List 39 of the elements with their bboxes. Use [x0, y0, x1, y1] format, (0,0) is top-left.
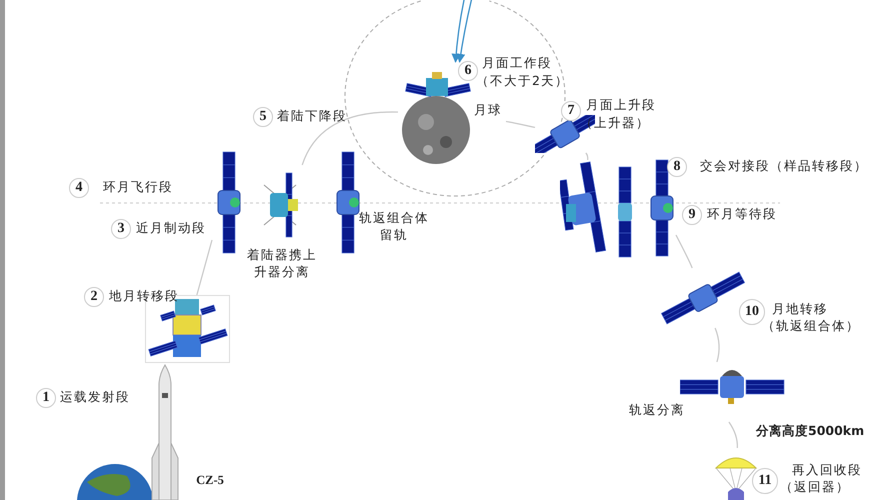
stage-label: （不大于2天） [476, 73, 569, 90]
caption-text: 着陆器携上升器分离 [246, 247, 318, 281]
stage-label: 分离高度5000km [756, 423, 864, 440]
stage-label: 运载发射段 [60, 389, 130, 406]
stage-label: （轨返组合体） [762, 318, 860, 335]
caption-text: CZ-5 [195, 473, 225, 488]
stage-label: 地月转移段 [109, 288, 179, 305]
step-number: 10 [739, 299, 765, 325]
caption-text: 月球 [473, 102, 503, 119]
stage-label: 月面上升段 [586, 97, 656, 114]
trajectory-line [728, 422, 738, 448]
trajectory-line [585, 152, 588, 160]
trajectory-line [675, 234, 693, 268]
stage-label: （上升器） [580, 115, 650, 132]
trajectory-line [506, 120, 536, 128]
trajectory-line [714, 328, 720, 362]
stage-label: 交会对接段（样品转移段） [700, 158, 868, 175]
stage-label: 月面工作段 [482, 55, 552, 72]
step-number: 4 [69, 178, 89, 198]
caption-text: 轨返组合体留轨 [358, 210, 430, 244]
step-number: 3 [111, 219, 131, 239]
stage-label: 着陆下降段 [277, 108, 347, 125]
stage-label: 再入回收段 [792, 462, 862, 479]
step-number: 9 [682, 205, 702, 225]
stage-label: 近月制动段 [136, 220, 206, 237]
stage-label: 环月飞行段 [103, 179, 173, 196]
stage-label: 环月等待段 [707, 206, 777, 223]
stage-label: （返回器） [780, 479, 850, 496]
step-number: 8 [667, 157, 687, 177]
step-number: 6 [458, 61, 478, 81]
step-number: 5 [253, 107, 273, 127]
step-number: 11 [752, 468, 778, 494]
step-number: 2 [84, 287, 104, 307]
step-number: 1 [36, 388, 56, 408]
trajectory-line [196, 240, 213, 296]
trajectory-line [302, 111, 398, 166]
step-number: 7 [561, 101, 581, 121]
caption-text: 轨返分离 [628, 402, 686, 419]
stage-label: 月地转移 [772, 301, 828, 318]
